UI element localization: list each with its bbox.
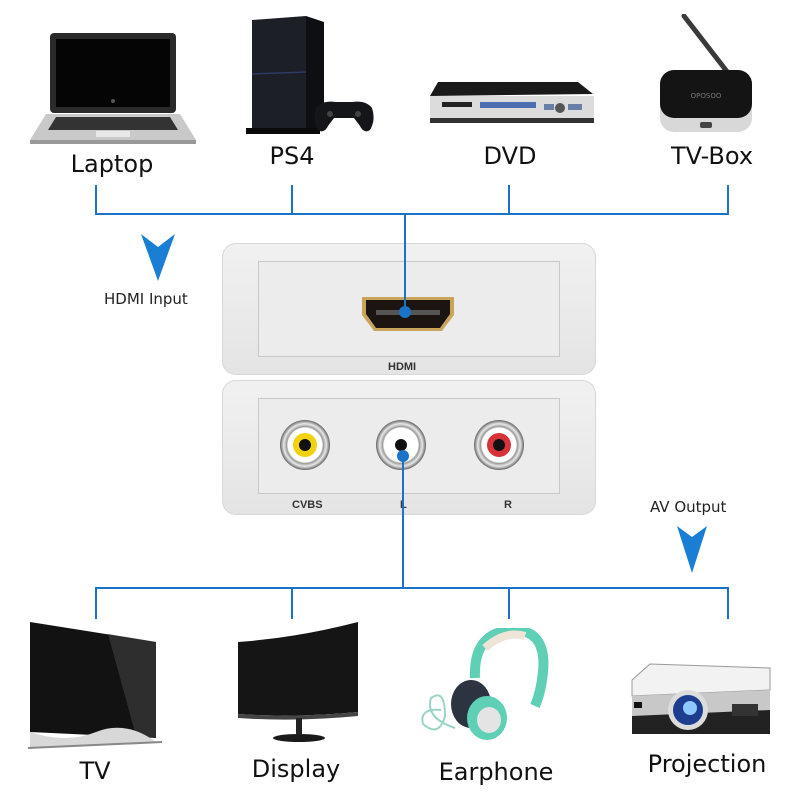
connector-line-tv-box (727, 185, 729, 215)
device-label-display: Display (251, 755, 341, 783)
converter-av-side: CVBS L R (222, 380, 596, 515)
av-output-label: AV Output (650, 498, 727, 516)
connector-line-projection (727, 587, 729, 619)
connector-line-laptop (95, 185, 97, 215)
connector-line-display (291, 587, 293, 619)
device-label-earphone: Earphone (438, 758, 554, 786)
av-feed-line (402, 456, 404, 589)
svg-text:OPOSOO: OPOSOO (691, 92, 722, 100)
audio-left-port[interactable] (376, 420, 426, 470)
connector-line-tv (95, 587, 97, 619)
down-arrow-icon (677, 526, 707, 573)
hdmi-input-label: HDMI Input (104, 290, 188, 308)
device-label-projection: Projection (647, 750, 767, 778)
cvbs-port-hole (299, 439, 311, 451)
cvbs-port[interactable] (280, 420, 330, 470)
output-bus-line (95, 587, 729, 589)
av-connection-dot (397, 450, 409, 462)
laptop-icon (30, 33, 196, 144)
game-console-icon (246, 16, 374, 134)
audio-right-port-hole (493, 439, 505, 451)
device-label-laptop: Laptop (70, 150, 154, 178)
device-label-dvd: DVD (483, 142, 537, 170)
tv-box-icon: OPOSOO (660, 14, 752, 132)
device-label-tv-box: TV-Box (670, 142, 754, 170)
connector-line-ps4 (291, 185, 293, 215)
connector-line-dvd (508, 185, 510, 215)
down-arrow-icon (141, 234, 175, 281)
tv-icon (27, 622, 163, 749)
audio-left-port-hole (395, 439, 407, 451)
device-label-tv: TV (79, 757, 111, 785)
hdmi-port-label: HDMI (388, 361, 417, 373)
connector-line-earphone (508, 587, 510, 619)
headphones-icon (421, 628, 549, 740)
device-label-ps4: PS4 (269, 142, 315, 170)
cvbs-port-label: CVBS (292, 499, 323, 511)
hdmi-connection-dot (399, 306, 411, 318)
input-bus-line (95, 213, 729, 215)
dvd-player-icon (430, 82, 594, 123)
hdmi-feed-line (404, 213, 406, 311)
audio-right-port[interactable] (474, 420, 524, 470)
monitor-icon (238, 622, 358, 742)
audio-right-port-label: R (504, 499, 512, 511)
projector-icon (631, 663, 771, 734)
